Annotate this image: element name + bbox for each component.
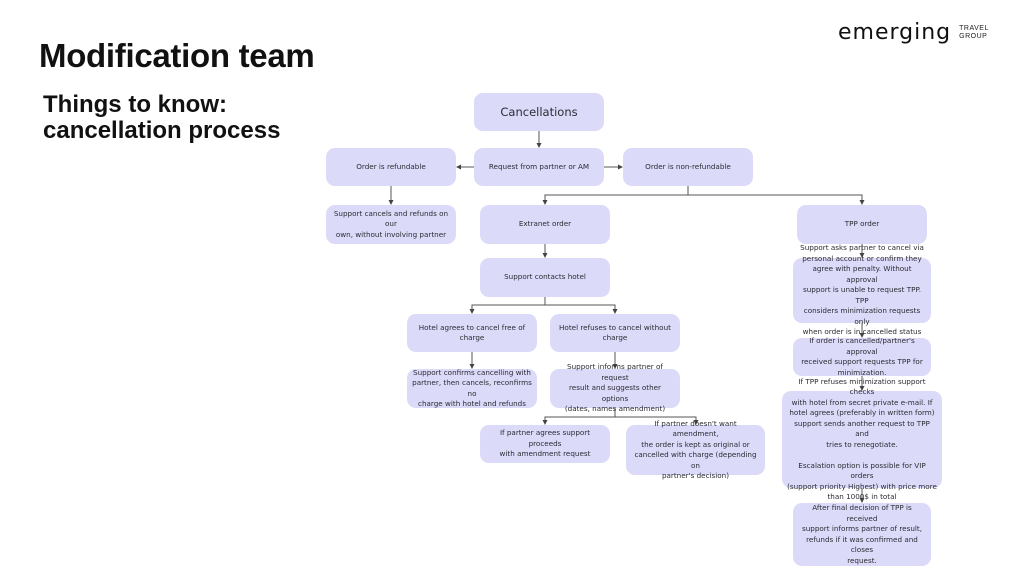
node-label: Support contacts hotel — [504, 272, 586, 282]
node-label: Hotel agrees to cancel free of charge — [418, 322, 526, 343]
node-partner-agrees: If partner agrees support proceeds with … — [480, 425, 610, 463]
node-support-cancels: Support cancels and refunds on our own, … — [326, 205, 456, 244]
node-final-decision: After final decision of TPP is received … — [793, 503, 931, 566]
node-label: TPP order — [844, 219, 880, 229]
logo-subtext: TRAVEL GROUP — [959, 25, 989, 41]
node-label: If TPP refuses minimization support chec… — [787, 376, 937, 502]
subtitle-line-1: Things to know: — [43, 91, 227, 118]
branch-informs-partneragrees — [542, 408, 616, 425]
branch-nonrefundable-tpp — [688, 194, 865, 205]
node-support-contacts-hotel: Support contacts hotel — [480, 258, 610, 297]
node-partner-declines: If partner doesn't want amendment, the o… — [626, 419, 765, 480]
node-label: Support asks partner to cancel via perso… — [800, 243, 924, 337]
node-label: Support cancels and refunds on our own, … — [333, 208, 449, 239]
logo-sub-line-1: TRAVEL — [959, 24, 989, 32]
company-logo: emerging TRAVEL GROUP — [838, 20, 989, 45]
node-tpp-order: TPP order — [797, 205, 927, 244]
node-refundable: Order is refundable — [326, 148, 456, 186]
node-label: Support informs partner of request resul… — [564, 362, 666, 414]
node-tpp-refuses: If TPP refuses minimization support chec… — [782, 377, 942, 501]
logo-wordmark: emerging — [838, 20, 952, 45]
node-label: Support confirms cancelling with partner… — [412, 367, 532, 409]
node-label: Cancellations — [500, 104, 578, 119]
node-label: Extranet order — [518, 219, 572, 229]
node-extranet-order: Extranet order — [480, 205, 610, 244]
node-hotel-refuses: Hotel refuses to cancel without charge — [550, 314, 680, 352]
logo-sub-line-2: GROUP — [959, 32, 988, 40]
slide-title: Modification team — [39, 37, 315, 74]
node-label: If order is cancelled/partner's approval… — [801, 336, 923, 377]
branch-contacts-agrees — [469, 297, 546, 314]
node-label: If partner doesn't want amendment, the o… — [634, 418, 757, 481]
node-hotel-agrees: Hotel agrees to cancel free of charge — [407, 314, 537, 352]
node-cancellations: Cancellations — [474, 93, 604, 131]
node-support-asks: Support asks partner to cancel via perso… — [793, 243, 931, 336]
node-label: Hotel refuses to cancel without charge — [559, 322, 671, 343]
node-label: Order is non-refundable — [645, 161, 731, 171]
node-support-informs: Support informs partner of request resul… — [550, 362, 680, 413]
node-label: If partner agrees support proceeds with … — [499, 428, 591, 459]
node-label: Request from partner or AM — [488, 161, 590, 171]
node-order-cancelled: If order is cancelled/partner's approval… — [793, 336, 931, 377]
slide-subtitle: Things to know: cancellation process — [43, 92, 280, 144]
node-support-confirms: Support confirms cancelling with partner… — [407, 367, 537, 409]
node-label: Order is refundable — [356, 161, 426, 171]
node-non-refundable: Order is non-refundable — [623, 148, 753, 186]
subtitle-line-2: cancellation process — [43, 117, 281, 144]
branch-contacts-refuses — [545, 304, 618, 314]
branch-informs-partnerdeclines — [615, 416, 699, 425]
branch-nonrefundable — [542, 186, 689, 205]
node-label: After final decision of TPP is received … — [801, 503, 922, 565]
node-request: Request from partner or AM — [474, 148, 604, 186]
